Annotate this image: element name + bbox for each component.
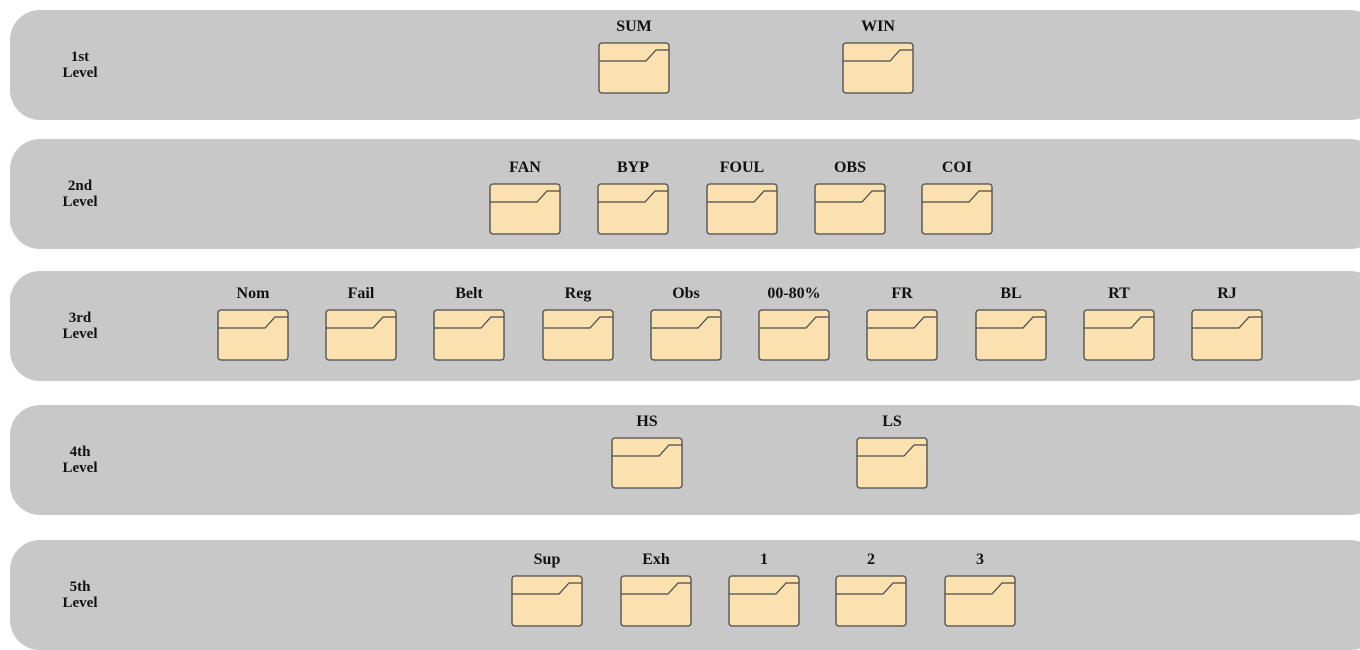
node-1[interactable]: 1 — [727, 551, 801, 627]
node-label: BYP — [617, 159, 649, 176]
folder-tab-icon — [856, 437, 928, 489]
node-label: WIN — [861, 18, 895, 35]
node-label: 2 — [867, 551, 875, 568]
folder-tab-icon — [620, 575, 692, 627]
node-label: Belt — [455, 285, 483, 302]
node-rt[interactable]: RT — [1082, 285, 1156, 361]
node-label: OBS — [833, 159, 866, 176]
node-hs[interactable]: HS — [610, 413, 684, 489]
node-label: COI — [941, 159, 973, 176]
folder-tab-icon — [597, 183, 669, 235]
node-rj[interactable]: RJ — [1190, 285, 1264, 361]
node-label: HS — [636, 413, 658, 430]
node-fan[interactable]: FAN — [488, 159, 562, 235]
node-label: LS — [882, 413, 902, 430]
node-fail[interactable]: Fail — [324, 285, 398, 361]
node-ls[interactable]: LS — [855, 413, 929, 489]
folder-tab-icon — [758, 309, 830, 361]
node-label: RT — [1108, 285, 1130, 302]
folder-tab-icon — [944, 575, 1016, 627]
node-label: 00-80% — [767, 285, 821, 302]
node-coi[interactable]: COI — [920, 159, 994, 235]
node-reg[interactable]: Reg — [541, 285, 615, 361]
node-label: Sup — [533, 551, 561, 568]
node-obs[interactable]: OBS — [813, 159, 887, 235]
node-fr[interactable]: FR — [865, 285, 939, 361]
folder-tab-icon — [325, 309, 397, 361]
folder-tab-icon — [1191, 309, 1263, 361]
node-foul[interactable]: FOUL — [705, 159, 779, 235]
folder-tab-icon — [217, 309, 289, 361]
node-byp[interactable]: BYP — [596, 159, 670, 235]
node-sum[interactable]: SUM — [597, 18, 671, 94]
folder-tab-icon — [814, 183, 886, 235]
node-nom[interactable]: Nom — [216, 285, 290, 361]
folder-tab-icon — [835, 575, 907, 627]
folder-tab-icon — [842, 42, 914, 94]
node-00-80[interactable]: 00-80% — [757, 285, 831, 361]
node-win[interactable]: WIN — [841, 18, 915, 94]
node-label: Exh — [642, 551, 670, 568]
level-band-4 — [10, 405, 1360, 515]
node-obs-3[interactable]: Obs — [649, 285, 723, 361]
folder-tab-icon — [489, 183, 561, 235]
folder-tab-icon — [598, 42, 670, 94]
node-exh[interactable]: Exh — [619, 551, 693, 627]
folder-tab-icon — [650, 309, 722, 361]
node-label: FAN — [509, 159, 541, 176]
folder-tab-icon — [1083, 309, 1155, 361]
node-3[interactable]: 3 — [943, 551, 1017, 627]
folder-tab-icon — [975, 309, 1047, 361]
node-label: BL — [1000, 285, 1022, 302]
node-label: Obs — [672, 285, 700, 302]
folder-tab-icon — [542, 309, 614, 361]
folder-tab-icon — [921, 183, 993, 235]
node-label: Reg — [564, 285, 592, 302]
node-2[interactable]: 2 — [834, 551, 908, 627]
node-label: 3 — [976, 551, 984, 568]
folder-tab-icon — [728, 575, 800, 627]
folder-tab-icon — [706, 183, 778, 235]
node-label: 1 — [760, 551, 768, 568]
node-label: FOUL — [719, 159, 765, 176]
folder-tab-icon — [511, 575, 583, 627]
node-sup[interactable]: Sup — [510, 551, 584, 627]
node-label: SUM — [616, 18, 652, 35]
node-label: Nom — [236, 285, 270, 302]
level-band-1 — [10, 10, 1360, 120]
folder-tab-icon — [433, 309, 505, 361]
node-belt[interactable]: Belt — [432, 285, 506, 361]
node-label: Fail — [347, 285, 375, 302]
folder-tab-icon — [866, 309, 938, 361]
level-band-2 — [10, 139, 1360, 249]
node-label: FR — [891, 285, 913, 302]
node-label: RJ — [1217, 285, 1237, 302]
node-bl[interactable]: BL — [974, 285, 1048, 361]
folder-tab-icon — [611, 437, 683, 489]
